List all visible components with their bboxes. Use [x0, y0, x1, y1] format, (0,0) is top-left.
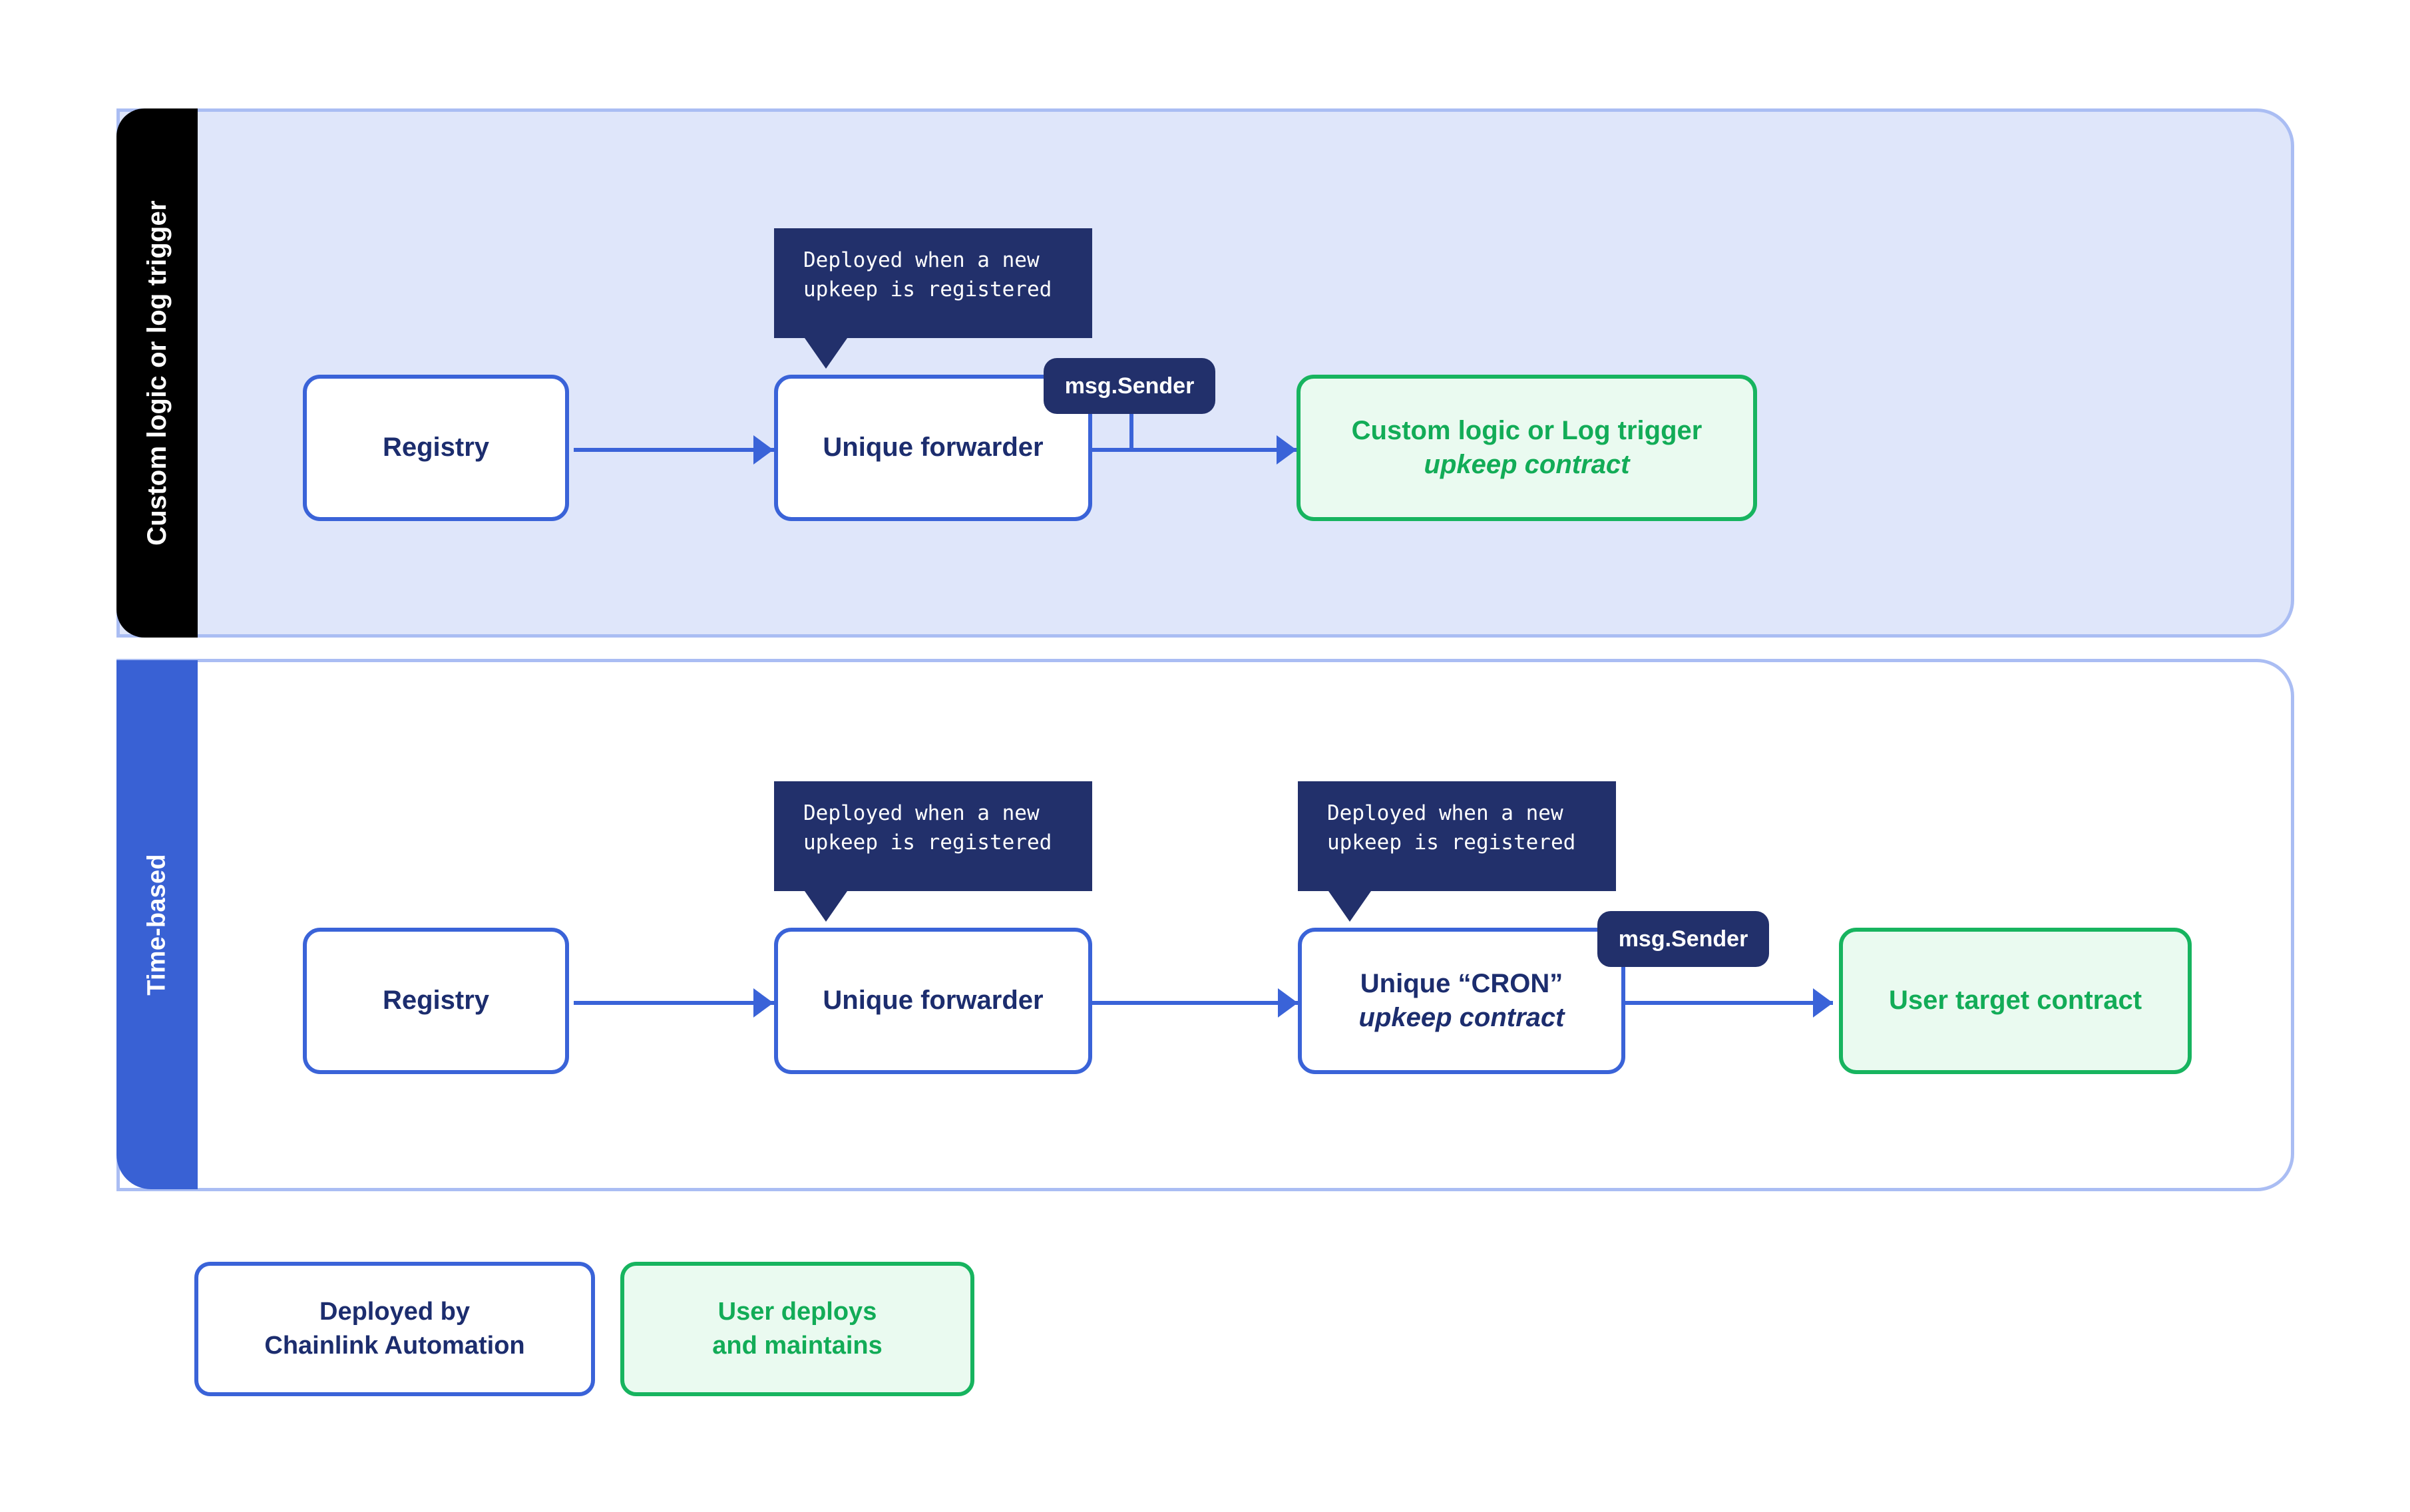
legend-label-line1: User deploys — [717, 1298, 877, 1326]
arrow-cron-to-user-target-line — [1625, 1001, 1833, 1005]
node-label-line1: Custom logic or Log trigger — [1351, 415, 1703, 445]
legend-label-line1: Deployed by — [319, 1298, 470, 1326]
pill-connector-line-custom — [1129, 411, 1133, 450]
legend-item-deployed-by-chainlink-automation: Deployed by Chainlink Automation — [194, 1262, 595, 1396]
pill-label: msg.Sender — [1064, 373, 1195, 399]
arrow-registry-to-forwarder-head-time — [753, 988, 773, 1018]
node-label-line2: upkeep contract — [1424, 450, 1630, 479]
panel-time-based — [116, 659, 2294, 1191]
panel-tab-label: Time-based — [142, 854, 171, 996]
node-label-line1: Unique “CRON” — [1360, 968, 1563, 998]
panel-tab-time-based: Time-based — [116, 660, 198, 1189]
legend-item-user-deploys-and-maintains: User deploys and maintains — [620, 1262, 974, 1396]
arrow-registry-to-forwarder-head — [753, 435, 773, 465]
arrow-forwarder-to-cron-line — [1092, 1001, 1299, 1005]
callout-line2: upkeep is registered — [803, 831, 1052, 855]
arrow-registry-to-forwarder-line — [574, 448, 775, 452]
arrow-forwarder-to-upkeep-line — [1092, 448, 1298, 452]
panel-tab-label: Custom logic or log trigger — [142, 200, 172, 546]
node-user-target-contract[interactable]: User target contract — [1839, 928, 2192, 1074]
pill-label: msg.Sender — [1618, 926, 1748, 952]
node-unique-cron-upkeep-contract[interactable]: Unique “CRON” upkeep contract — [1298, 928, 1625, 1074]
legend-label-line2: Chainlink Automation — [264, 1332, 525, 1360]
arrow-forwarder-to-cron-head — [1278, 988, 1298, 1018]
node-label: Registry — [382, 433, 490, 463]
node-label: Unique forwarder — [823, 986, 1044, 1016]
arrow-registry-to-forwarder-line-time — [574, 1001, 775, 1005]
arrow-cron-to-user-target-head — [1813, 988, 1833, 1018]
node-registry-time[interactable]: Registry — [303, 928, 569, 1074]
node-registry-custom[interactable]: Registry — [303, 375, 569, 521]
callout-tail — [1328, 891, 1371, 922]
panel-tab-custom-logic-or-log-trigger: Custom logic or log trigger — [116, 108, 198, 638]
arrow-forwarder-to-upkeep-head — [1277, 435, 1297, 465]
pill-msg-sender-custom: msg.Sender — [1044, 358, 1215, 414]
node-custom-logic-log-trigger-upkeep-contract[interactable]: Custom logic or Log trigger upkeep contr… — [1297, 375, 1757, 521]
callout-deployed-when-new-upkeep-forwarder-time: Deployed when a new upkeep is registered — [774, 781, 1092, 922]
node-unique-forwarder-time[interactable]: Unique forwarder — [774, 928, 1092, 1074]
node-label: Registry — [382, 986, 490, 1016]
pill-msg-sender-time: msg.Sender — [1597, 911, 1769, 967]
legend-label-line2: and maintains — [712, 1332, 883, 1360]
node-unique-forwarder-custom[interactable]: Unique forwarder — [774, 375, 1092, 521]
callout-line1: Deployed when a new — [803, 248, 1040, 272]
node-label: Unique forwarder — [823, 433, 1044, 463]
callout-line2: upkeep is registered — [803, 278, 1052, 302]
callout-line2: upkeep is registered — [1327, 831, 1576, 855]
node-label-line2: upkeep contract — [1358, 1003, 1565, 1032]
callout-deployed-when-new-upkeep-cron-time: Deployed when a new upkeep is registered — [1298, 781, 1616, 922]
node-label: User target contract — [1888, 986, 2142, 1016]
callout-line1: Deployed when a new — [803, 801, 1040, 825]
callout-tail — [805, 338, 847, 369]
callout-deployed-when-new-upkeep-custom: Deployed when a new upkeep is registered — [774, 228, 1092, 369]
callout-tail — [805, 891, 847, 922]
callout-line1: Deployed when a new — [1327, 801, 1563, 825]
